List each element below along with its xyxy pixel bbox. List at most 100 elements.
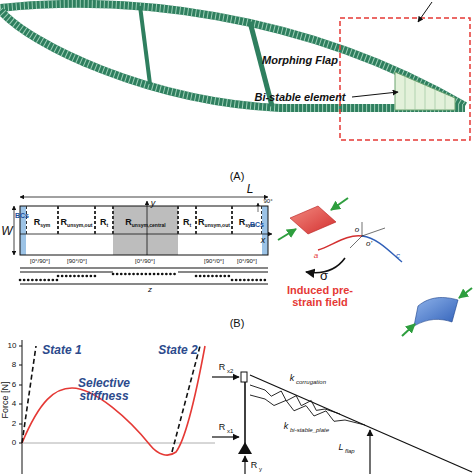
spar [140,6,150,84]
region-symbol: R [125,217,132,227]
layup-label: [90°/0°] [204,258,224,265]
ply-line [20,267,268,268]
reaction-symbol: R [219,363,226,373]
reaction-subscript: y [259,466,262,473]
reaction-arrow [244,456,245,474]
stress-symbol: σ [320,269,328,283]
symmetric-region: Rsym [232,206,262,234]
unsymmetric-region: Runsym,out [58,206,95,234]
boundary-label: BCs [15,212,29,220]
tick-marks [19,346,22,443]
ply-dots [20,279,58,282]
part-label: Morphing Flap [262,54,338,66]
cross-section [20,268,268,284]
panel-label: (A) [230,170,245,182]
stiffness-subscript: corrugation [296,379,326,386]
ply-line [178,271,268,272]
bi-stable-element [395,72,455,110]
dimension-label: L [247,183,254,196]
axis-label: x [261,236,266,246]
symmetric-region: Rsym [26,206,58,234]
reaction-arrow [212,436,239,437]
stiffness-line [172,346,200,452]
region-subscript: unsym,out [205,222,230,228]
transition-region: Rt [178,206,196,234]
stiffness-symbol: k [290,374,295,384]
stiffness-line [22,346,36,443]
dimension-line [20,197,268,198]
plate-outline [20,206,268,255]
point-label: o [355,226,359,235]
ply-dots [58,275,95,278]
flap-load-arrow [369,430,370,474]
ply-dots [113,273,178,276]
region-subscript: unsym,out [67,222,92,228]
layup-label: [0°/90°] [237,258,257,265]
annotation: Induced pre-strain field [273,284,368,308]
y-axis [147,201,148,255]
tick-label: 2 [12,420,16,429]
region-subscript: sym [40,222,50,228]
reaction-arrow [212,376,239,377]
length-symbol: L [338,443,343,453]
reaction-symbol: R [251,461,258,471]
angle-label: 90° [263,198,272,205]
length-subscript: flap [345,448,355,455]
ply-dots [232,279,268,282]
dimension-line [14,206,15,255]
stiffness-subscript: bi-stable_plate [290,427,329,434]
frame-axes [350,222,385,248]
point-label: a [314,252,318,261]
reaction-subscript: x2 [227,368,233,375]
blue-curve [362,236,402,262]
zero-line [22,443,215,444]
load-arrow [278,229,296,240]
region-symbol: R [239,217,246,227]
fiber-axis [258,203,259,212]
flap-beam [250,375,472,472]
axis-label: z [148,286,152,295]
boundary-strip [262,206,268,255]
region-symbol: R [34,217,41,227]
leader-arrow [418,2,432,22]
part-label: Bi-stable element [254,91,345,103]
boundary-label: BCs [250,221,264,229]
layup-label: [0°/90°] [135,258,155,265]
roller-support [241,372,247,382]
central-region: Runsym,central [113,206,178,234]
spring-symbol [250,385,340,414]
transition-region: Rt [95,206,113,234]
force-curve [22,346,205,455]
blue-plate [414,298,458,326]
tick-label: 6 [12,381,16,390]
leader-arrow [352,92,398,97]
state-label: State 1 [42,344,81,357]
spring-symbol [250,395,365,425]
support-wall [244,372,246,445]
region-symbol: R [100,217,107,227]
region-symbol: R [61,217,68,227]
load-arrow [402,324,415,336]
region-subscript: unsym,central [132,222,166,228]
point-label: c [396,252,400,261]
ply-dots [196,275,232,278]
unsymmetric-region: Runsym,out [196,206,232,234]
dimension-label: W [1,225,12,238]
region-subscript: t [106,222,108,228]
graph-y-axis [22,340,23,474]
ply-line [20,283,268,284]
reaction-subscript: x1 [227,428,233,435]
axis-title: Force [N] [1,381,11,418]
tick-label: 4 [12,400,16,409]
panel-label: (B) [230,317,245,329]
point-label: o' [366,240,372,249]
element-mesh [405,76,445,110]
layup-label: [0°/90°] [30,258,50,265]
layup-label: [90°/0°] [67,258,87,265]
tick-label: 0 [12,439,16,448]
pin-support [238,442,252,454]
stiffness-symbol: k [284,422,289,432]
load-arrow [331,198,348,210]
